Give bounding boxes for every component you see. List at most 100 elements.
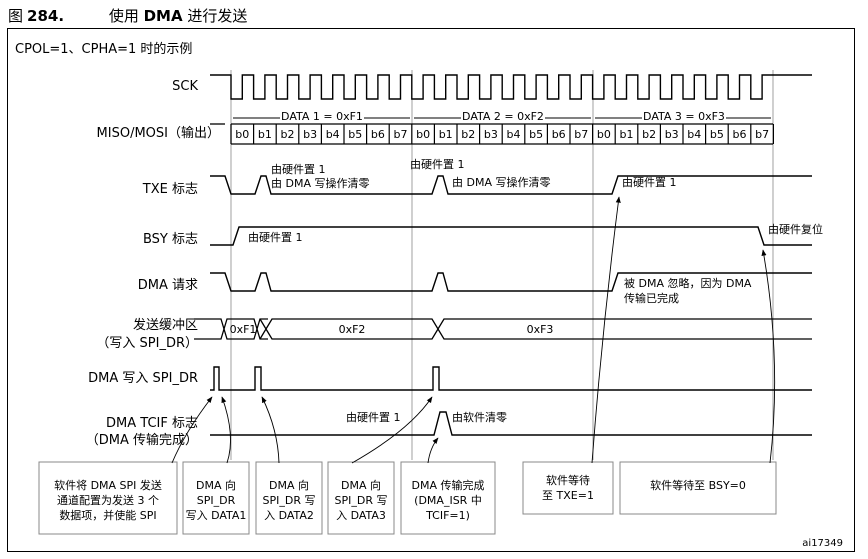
txbuffer-bottom — [194, 318, 268, 340]
box3-line2: SPI_DR 写 — [263, 494, 316, 507]
bit-label: b2 — [642, 128, 656, 141]
box2-line1: DMA 向 — [196, 478, 236, 492]
data-group-label-1: DATA 1 = 0xF1 — [281, 110, 363, 123]
dma-ignored-note-line2: 传输已完成 — [624, 291, 679, 305]
bit-label: b5 — [348, 128, 362, 141]
box-enable-spi — [38, 461, 178, 535]
signal-dma-request-label: DMA 请求 — [138, 278, 198, 293]
event-arrows — [171, 196, 776, 464]
box-dma-data2 — [255, 461, 323, 535]
txe-set-note-3: 由硬件置 1 — [622, 175, 677, 189]
signal-labels: SCK MISO/MOSI（输出） TXE 标志 BSY 标志 DMA 请求 发… — [86, 79, 220, 448]
arrow — [221, 396, 231, 464]
figure-number: 284. — [27, 7, 65, 25]
signal-sck-label: SCK — [172, 79, 198, 94]
box4-line3: 入 DATA3 — [336, 509, 386, 522]
bsy-waveform — [210, 226, 812, 246]
bit-label: b7 — [755, 128, 769, 141]
figure-label: 图 — [8, 7, 24, 25]
event-boxes — [38, 461, 777, 535]
bsy-set-note: 由硬件置 1 — [248, 230, 303, 244]
bit-label: b6 — [733, 128, 747, 141]
sck-waveform — [210, 74, 812, 100]
bit-label: b4 — [687, 128, 701, 141]
txbuffer-value-1: 0xF1 — [230, 323, 257, 336]
data-group-label-2: DATA 2 = 0xF2 — [462, 110, 544, 123]
box-dma-data1 — [182, 461, 250, 535]
data-group-label-3: DATA 3 = 0xF3 — [643, 110, 725, 123]
group-label-bg — [461, 110, 545, 122]
signal-bsy-label: BSY 标志 — [143, 232, 198, 247]
bit-label: b0 — [597, 128, 611, 141]
dma-request-waveform — [210, 272, 812, 292]
signal-tcif-label: DMA TCIF 标志 — [106, 416, 198, 431]
bit-label: b2 — [461, 128, 475, 141]
annotations: 由硬件置 1 由 DMA 写操作清零 由硬件置 1 由 DMA 写操作清零 由硬… — [248, 157, 823, 424]
txe-set-note-2: 由硬件置 1 — [410, 157, 465, 171]
box-dma-complete — [400, 461, 496, 535]
bit-label: b7 — [394, 128, 408, 141]
bit-label: b3 — [665, 128, 679, 141]
signal-txbuffer-sub-label: （写入 SPI_DR） — [96, 336, 198, 351]
signal-miso-label: MISO/MOSI（输出） — [97, 125, 220, 141]
box1-line1: 软件将 DMA SPI 发送 — [54, 478, 162, 492]
tcif-clear-note: 由软件清零 — [452, 410, 507, 424]
box7-line1: 软件等待至 BSY=0 — [650, 478, 746, 492]
box2-line3: 写入 DATA1 — [186, 509, 247, 522]
diagram-frame — [7, 28, 855, 552]
signal-dma-write-label: DMA 写入 SPI_DR — [88, 371, 198, 386]
arrow — [591, 196, 621, 464]
txe-clear-note-1: 由 DMA 写操作清零 — [271, 176, 369, 190]
event-box-texts: 软件将 DMA SPI 发送 通道配置为发送 3 个 数据项，并使能 SPI D… — [54, 473, 746, 522]
box1-line2: 通道配置为发送 3 个 — [57, 493, 159, 507]
box5-line2: (DMA_ISR 中 — [414, 494, 482, 507]
figure-title: 使用 DMA 进行发送 — [109, 7, 248, 25]
figure-ref-code: ai17349 — [802, 538, 843, 549]
bit-label: b6 — [371, 128, 385, 141]
txbuffer-value-3: 0xF3 — [527, 323, 554, 336]
bit-label: b2 — [281, 128, 295, 141]
arrow — [351, 396, 433, 464]
txbuffer-bus — [259, 318, 812, 340]
signal-txe-label: TXE 标志 — [142, 182, 198, 197]
data-group-labels: DATA 1 = 0xF1 DATA 2 = 0xF2 DATA 3 = 0xF… — [233, 110, 771, 123]
box5-line1: DMA 传输完成 — [412, 478, 485, 492]
group-label-bg — [642, 110, 726, 122]
diagram-subtitle: CPOL=1、CPHA=1 时的示例 — [15, 41, 192, 57]
txbuffer-value-2: 0xF2 — [339, 323, 366, 336]
figure-title-bold: DMA — [143, 7, 183, 25]
dma-write-waveform — [210, 366, 812, 391]
box5-line3: TCIF=1) — [425, 509, 470, 522]
arrow — [261, 396, 280, 464]
miso-mosi-waveform: b0 b1 b2 b3 b4 b5 b6 b7 b0 b1 b2 b3 b4 b5 b6 b7 b0 b1 b2 b3… — [210, 123, 775, 145]
bit-label: b4 — [326, 128, 340, 141]
bit-label: b3 — [484, 128, 498, 141]
box-wait-bsy — [619, 461, 777, 515]
box6-line2: 至 TXE=1 — [542, 489, 594, 502]
txbuffer-top — [194, 318, 268, 340]
txe-set-note-1: 由硬件置 1 — [271, 162, 326, 176]
bit-label: b3 — [303, 128, 317, 141]
box3-line1: DMA 向 — [269, 478, 309, 492]
figure-title-pre: 使用 — [108, 7, 144, 25]
bit-label: b5 — [710, 128, 724, 141]
bit-label: b1 — [620, 128, 634, 141]
bit-label: b6 — [552, 128, 566, 141]
bit-label: b1 — [439, 128, 453, 141]
tcif-waveform — [210, 411, 812, 436]
arrow — [427, 437, 439, 464]
box6-line1: 软件等待 — [546, 473, 590, 487]
txe-clear-note-2: 由 DMA 写操作清零 — [452, 175, 550, 189]
box1-line3: 数据项，并使能 SPI — [59, 508, 156, 522]
box-wait-txe — [522, 461, 614, 515]
box2-line2: SPI_DR — [197, 494, 236, 507]
signal-txbuffer-label: 发送缓冲区 — [133, 317, 198, 333]
bit-label: b0 — [235, 128, 249, 141]
bit-label: b0 — [416, 128, 430, 141]
arrow — [761, 249, 776, 464]
bit-label: b4 — [507, 128, 521, 141]
bit-label: b1 — [258, 128, 272, 141]
dma-ignored-note-line1: 被 DMA 忽略，因为 DMA — [624, 276, 752, 290]
